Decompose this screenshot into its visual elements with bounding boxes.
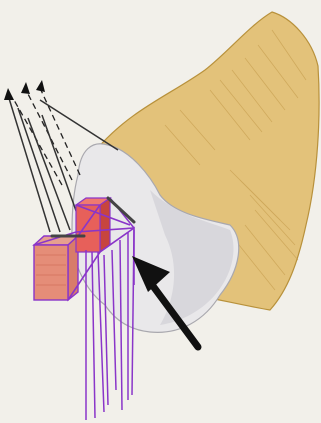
graft-block: [34, 236, 78, 300]
